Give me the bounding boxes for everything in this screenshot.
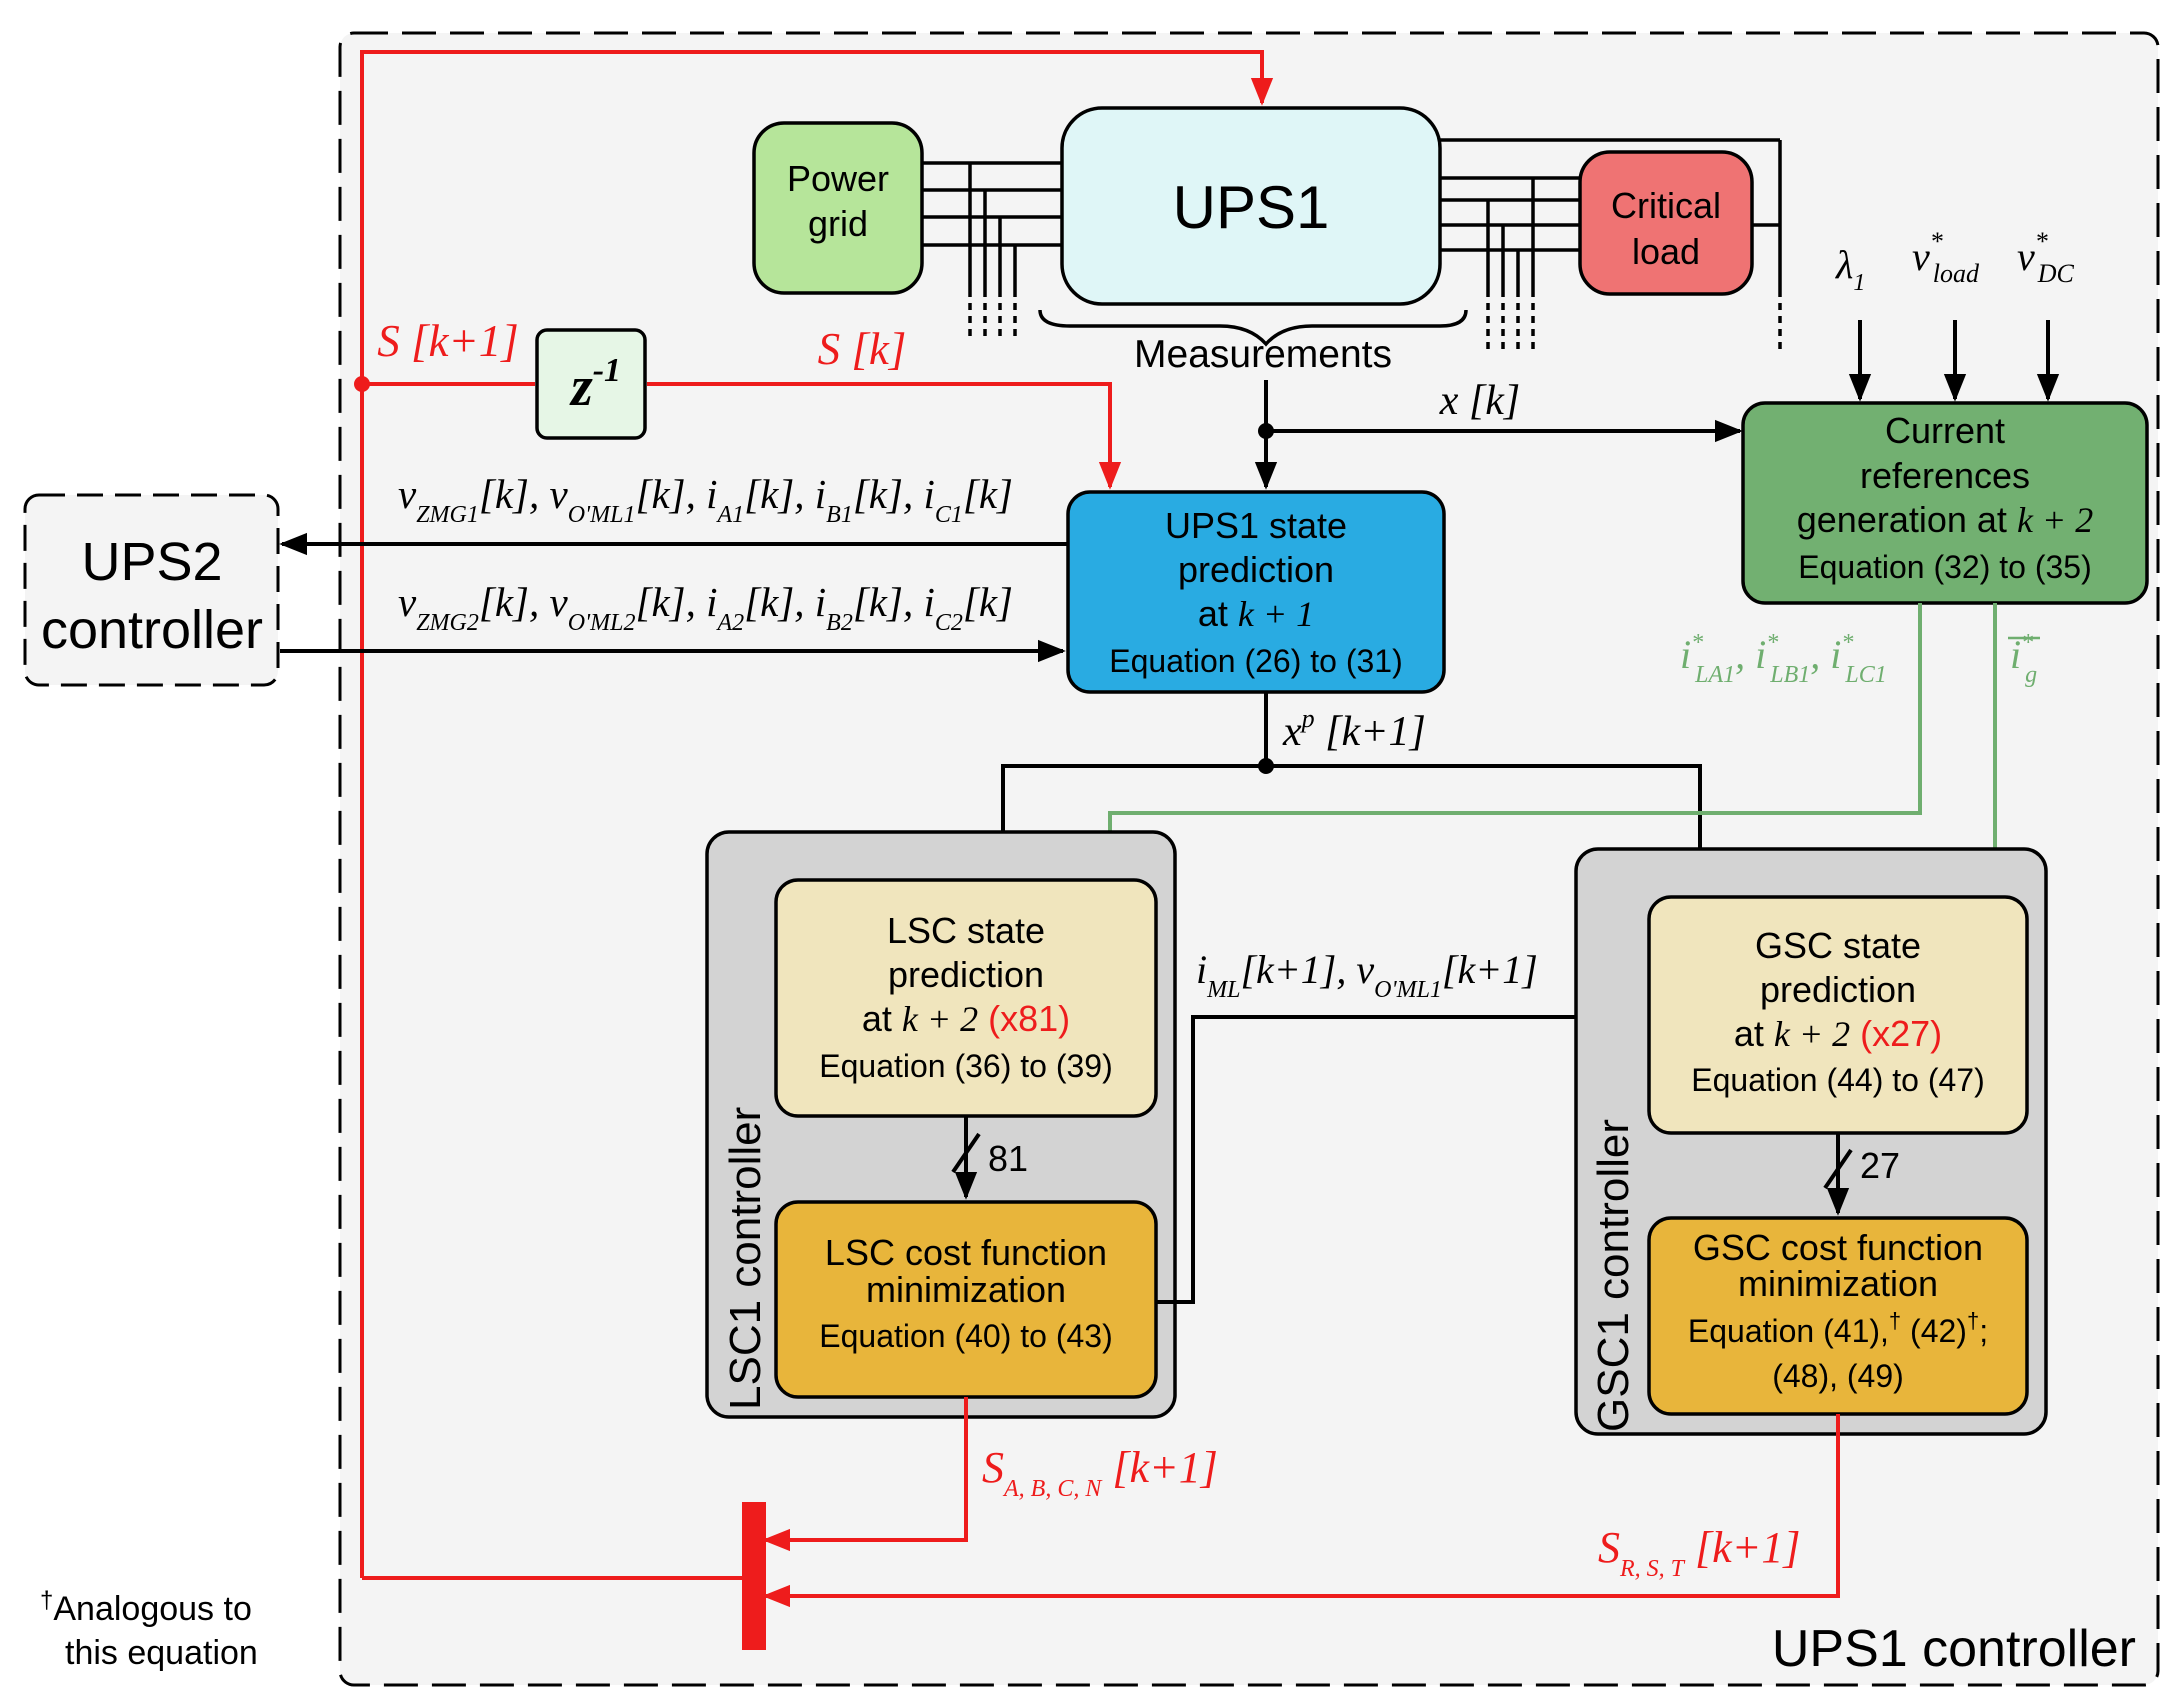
lsc-cost-line-2: minimization: [866, 1269, 1066, 1310]
lsc-pred-line-3: at k + 2 (x81): [862, 998, 1070, 1039]
state-pred-line-3: at k + 1: [1198, 593, 1314, 634]
s-k-line: [647, 382, 1122, 490]
power-lines: [920, 138, 1782, 290]
measurements-brace: [1038, 309, 1468, 347]
state-pred-line-2: prediction: [1178, 549, 1334, 590]
ups1-controller-label: UPS1 controller: [1772, 1620, 2136, 1678]
ups1-block: [1060, 106, 1442, 306]
s-k-label: S [k]: [818, 324, 907, 374]
lsc-bus-slash: [951, 1132, 981, 1174]
feedback-line: [360, 50, 1274, 1578]
ups1-state-prediction-block: [1066, 490, 1446, 694]
current-ref-line-2: references: [1860, 455, 2030, 496]
critical-load-label-1: Critical: [1611, 185, 1721, 226]
footnote-line-1: †Analogous to: [40, 1587, 252, 1628]
v-load-label: v*load: [1912, 227, 1980, 288]
ups1-label: UPS1: [1173, 174, 1330, 241]
current-ref-line-3: generation at k + 2: [1797, 499, 2093, 540]
xp-label: xp [k+1]: [1282, 704, 1426, 755]
lsc-cost-line-1: LSC cost function: [825, 1232, 1107, 1273]
s-k1-label: S [k+1]: [377, 316, 519, 366]
state-pred-equation: Equation (26) to (31): [1109, 643, 1403, 679]
s-rst-line: [762, 1414, 1840, 1608]
lambda-label: λ1: [1835, 242, 1865, 296]
lsc-81-label: 81: [988, 1138, 1028, 1179]
critical-load-block: [1578, 150, 1754, 296]
ups2-controller-block: [23, 493, 280, 687]
ups2-label-2: controller: [41, 600, 263, 660]
gsc-cost-equation-1: Equation (41),† (42)†;: [1688, 1308, 1988, 1349]
ig-ref-label: i*g: [2010, 630, 2037, 688]
lsc-pred-equation: Equation (36) to (39): [819, 1048, 1113, 1084]
measurements-label: Measurements: [1134, 333, 1392, 376]
gsc1-controller-label: GSC1 controller: [1589, 1119, 1638, 1432]
gsc-bus-slash: [1823, 1148, 1853, 1190]
current-references-block: [1741, 401, 2149, 605]
gsc-pred-line-3: at k + 2 (x27): [1734, 1013, 1942, 1054]
gsc-27-label: 27: [1860, 1145, 1900, 1186]
delay-block: [535, 328, 647, 440]
footnote-line-2: this equation: [65, 1634, 258, 1672]
gsc-cost-line-2: minimization: [1738, 1263, 1938, 1304]
measurement-taps: [968, 290, 1782, 355]
iml-arrow: [1156, 1005, 1647, 1304]
power-grid-label-2: grid: [808, 203, 868, 244]
junction-dot: [1258, 423, 1274, 439]
iml-label: iML[k+1], vO'ML1[k+1]: [1196, 947, 1538, 1003]
lsc-cost-equation: Equation (40) to (43): [819, 1318, 1113, 1354]
v-dc-label: v*DC: [2017, 227, 2075, 288]
s-abcn-label: SA, B, C, N [k+1]: [982, 1443, 1218, 1502]
state-pred-line-1: UPS1 state: [1165, 505, 1347, 546]
x-k-label: x [k]: [1439, 378, 1520, 424]
s-abcn-line: [762, 1397, 968, 1552]
s-rst-label: SR, S, T [k+1]: [1598, 1523, 1800, 1582]
gsc-cost-line-1: GSC cost function: [1693, 1227, 1983, 1268]
ups2-label-1: UPS2: [81, 532, 222, 592]
current-ref-line-1: Current: [1885, 410, 2005, 451]
switching-bus-bar: [742, 1502, 766, 1650]
gsc-pred-line-2: prediction: [1760, 969, 1916, 1010]
power-grid-block: [752, 121, 924, 295]
lsc-pred-line-1: LSC state: [887, 910, 1045, 951]
gsc-cost-equation-2: (48), (49): [1772, 1358, 1904, 1394]
lsc1-controller-label: LSC1 controller: [721, 1107, 770, 1410]
il-refs-label: i*LA1, i*LB1, i*LC1: [1680, 630, 1887, 688]
critical-load-label-2: load: [1632, 231, 1700, 272]
feedback-junction-dot: [354, 376, 370, 392]
power-grid-label-1: Power: [787, 158, 889, 199]
ups2-in-signals: vZMG2[k], vO'ML2[k], iA2[k], iB2[k], iC2…: [398, 579, 1013, 636]
ups2-out-signals: vZMG1[k], vO'ML1[k], iA1[k], iB1[k], iC1…: [398, 471, 1013, 528]
delay-label: z-1: [569, 352, 621, 418]
gsc-pred-line-1: GSC state: [1755, 925, 1921, 966]
gsc-pred-equation: Equation (44) to (47): [1691, 1062, 1985, 1098]
lsc-pred-line-2: prediction: [888, 954, 1044, 995]
current-ref-equation: Equation (32) to (35): [1798, 549, 2092, 585]
